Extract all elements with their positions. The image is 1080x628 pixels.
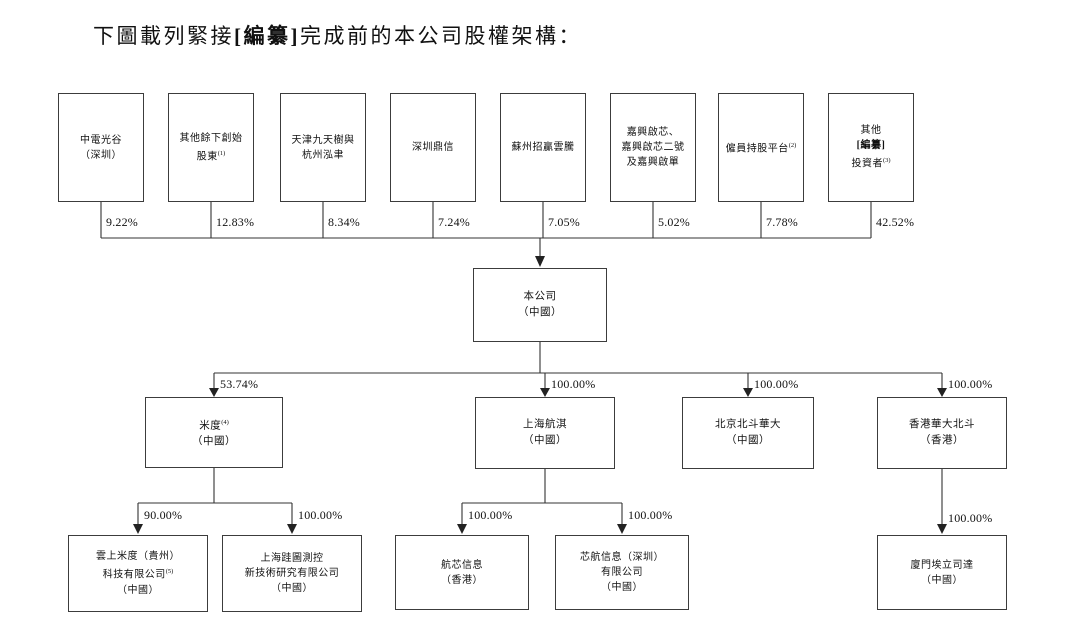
entity-name-line: 嘉興啟芯、 — [626, 127, 680, 138]
footnote-marker: (5) — [165, 568, 174, 576]
subsidiary-pct-2: 100.00% — [551, 377, 596, 391]
ownership-pct-4: 7.24% — [438, 215, 470, 229]
entity-name-line: 及嘉興啟單 — [626, 157, 680, 168]
subsidiary-pct-1: 53.74% — [220, 377, 259, 391]
subsidiary-pct-4: 100.00% — [948, 377, 993, 391]
subsidiary-box-3: 北京北斗華大 （中國） — [682, 397, 814, 469]
shareholder-box-6: 嘉興啟芯、嘉興啟芯二號及嘉興啟單 — [610, 93, 696, 202]
entity-name-line: 中電光谷 — [80, 134, 122, 146]
entity-name-line: 本公司 — [523, 291, 557, 302]
entity-location-line: （中國） — [601, 582, 643, 593]
entity-location-line: （中國） — [117, 584, 159, 596]
shareholder-box-4: 深圳鼎信 — [390, 93, 476, 202]
entity-name-line: 芯航信息（深圳） — [580, 552, 664, 563]
grandchild-box-3: 航芯信息 （香港） — [395, 535, 529, 610]
entity-name-line: 上海跬圖測控 — [260, 553, 324, 564]
diagram-title: 下圖載列緊接[編纂]完成前的本公司股權架構： — [93, 20, 582, 50]
grandchild-box-2: 上海跬圖測控新技術研究有限公司 （中國） — [222, 535, 362, 612]
entity-name-line: 新技術研究有限公司 — [244, 568, 340, 579]
shareholder-box-5: 蘇州招贏雲騰 — [500, 93, 586, 202]
footnote-marker: (1) — [217, 149, 226, 157]
subsidiary-pct-3: 100.00% — [754, 377, 799, 391]
shareholder-box-1: 中電光谷 （深圳） — [58, 93, 144, 202]
entity-name-line: 深圳鼎信 — [412, 142, 454, 153]
entity-name-line: 米度 — [199, 420, 222, 432]
company-box: 本公司 （中國） — [473, 268, 607, 342]
entity-name-line: 蘇州招贏雲騰 — [511, 142, 575, 153]
entity-location-line: （中國） — [518, 307, 562, 318]
footnote-marker: (2) — [788, 142, 797, 150]
entity-name-line: 僱員持股平台 — [725, 143, 789, 155]
subsidiary-box-4: 香港華大北斗 （香港） — [877, 397, 1007, 469]
grandchild-pct-3: 100.00% — [468, 508, 513, 522]
shareholder-box-7: 僱員持股平台(2) — [718, 93, 804, 202]
entity-name-line: 其他餘下創始 — [179, 132, 243, 144]
footnote-marker: (3) — [882, 157, 891, 165]
grandchild-pct-2: 100.00% — [298, 508, 343, 522]
footnote-marker: (4) — [221, 418, 229, 426]
ownership-pct-8: 42.52% — [876, 215, 915, 229]
grandchild-pct-4: 100.00% — [628, 508, 673, 522]
entity-name-line: 有限公司 — [601, 567, 643, 578]
ownership-pct-6: 5.02% — [658, 215, 690, 229]
redaction-placeholder: [編纂] — [856, 140, 886, 152]
entity-name-line: 嘉興啟芯二號 — [621, 142, 685, 153]
title-text: 下圖載列緊接 — [93, 24, 234, 48]
entity-name-line: 香港華大北斗 — [909, 419, 975, 430]
entity-name-line: 科技有限公司 — [102, 569, 166, 581]
entity-name-line: 天津九天樹與 — [291, 134, 355, 146]
shareholder-box-8: 其他 [編纂] 投資者(3) — [828, 93, 914, 202]
entity-location-line: （香港） — [920, 435, 964, 446]
shareholder-box-3: 天津九天樹與杭州泓聿 — [280, 93, 366, 202]
entity-location-line: （中國） — [271, 583, 313, 594]
entity-name-line: 上海航淇 — [523, 419, 567, 430]
entity-name-line: 航芯信息 — [441, 559, 483, 571]
title-redaction-placeholder: [編纂] — [234, 24, 300, 48]
entity-location-line: （深圳） — [80, 149, 122, 161]
ownership-pct-7: 7.78% — [766, 215, 798, 229]
entity-name-line: 北京北斗華大 — [715, 419, 781, 430]
subsidiary-box-1: 米度(4) （中國） — [145, 397, 283, 468]
grandchild-box-5: 廈門埃立司達 （中國） — [877, 535, 1007, 610]
entity-name-line: 杭州泓聿 — [302, 149, 344, 161]
entity-name-line: 廈門埃立司達 — [910, 559, 974, 571]
entity-name-line: 股東 — [196, 151, 218, 163]
subsidiary-box-2: 上海航淇 （中國） — [475, 397, 615, 469]
entity-location-line: （中國） — [192, 436, 236, 448]
ownership-pct-3: 8.34% — [328, 215, 360, 229]
entity-name-line: 其他 — [860, 125, 882, 137]
entity-name-line: 投資者 — [851, 158, 883, 170]
entity-location-line: （中國） — [523, 435, 567, 446]
ownership-pct-1: 9.22% — [106, 215, 138, 229]
ownership-pct-5: 7.05% — [548, 215, 580, 229]
entity-location-line: （中國） — [726, 435, 770, 446]
shareholder-box-2: 其他餘下創始股東(1) — [168, 93, 254, 202]
grandchild-box-1: 雲上米度（貴州） 科技有限公司(5) （中國） — [68, 535, 208, 612]
entity-location-line: （中國） — [921, 574, 963, 586]
entity-location-line: （香港） — [441, 574, 483, 586]
title-text: 完成前的本公司股權架構： — [300, 24, 582, 48]
grandchild-pct-5: 100.00% — [948, 511, 993, 525]
grandchild-box-4: 芯航信息（深圳） 有限公司 （中國） — [555, 535, 689, 610]
ownership-pct-2: 12.83% — [216, 215, 255, 229]
entity-name-line: 雲上米度（貴州） — [96, 551, 180, 563]
grandchild-pct-1: 90.00% — [144, 508, 183, 522]
